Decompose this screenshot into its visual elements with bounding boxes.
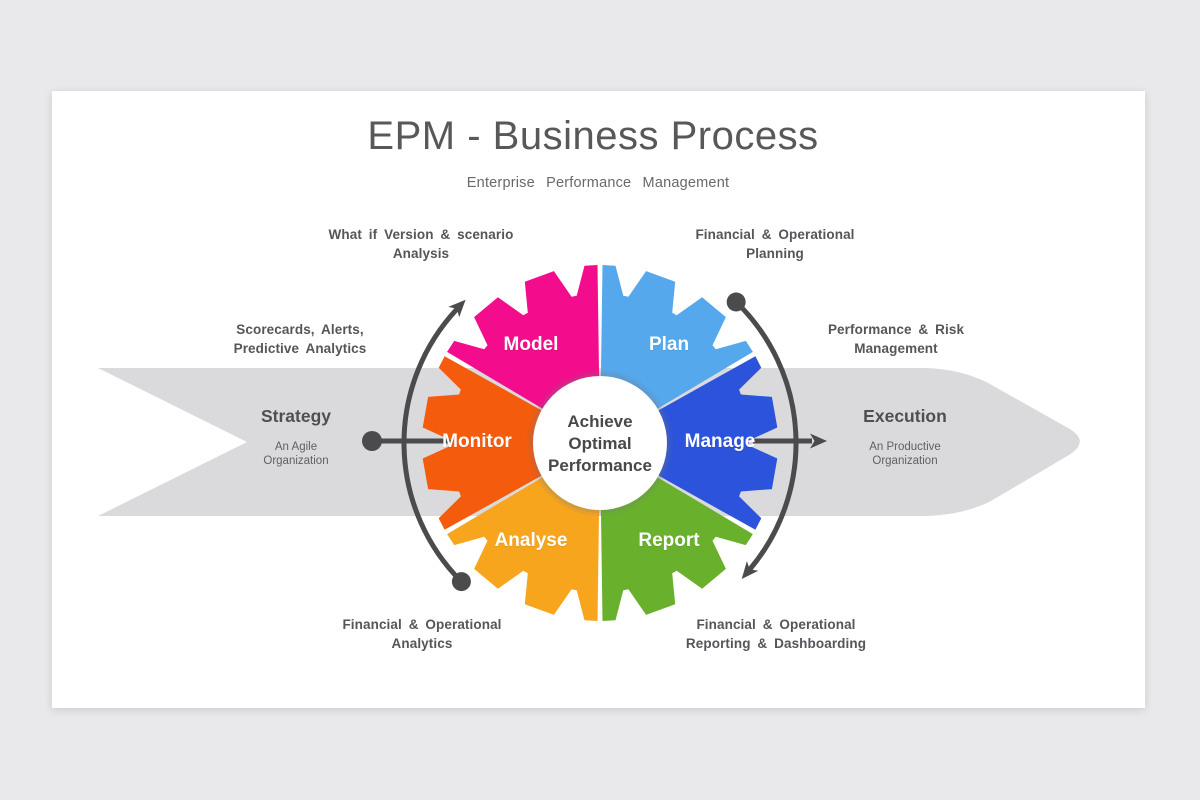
execution-title: Execution [863,406,947,426]
hub-line-1: Achieve [567,412,633,431]
callout-risk-line-2: Management [854,340,938,356]
gear-segment-label-manage: Manage [684,431,756,452]
gear-hub [533,376,667,510]
callout-planning-line-2: Planning [746,245,804,261]
cycle-arc-right-arrowhead-icon [741,561,759,579]
strategy-subtitle: An Agile Organization [263,441,329,467]
callout-scorecards: Scorecards, Alerts, Predictive Analytics [234,321,367,358]
cycle-arc-left-arrowhead-icon [448,299,466,318]
hub-line-3: Performance [548,456,652,475]
gear-segment-label-monitor: Monitor [442,431,512,452]
cycle-arc-left-dot [451,572,471,592]
cycle-arc-right [733,299,799,572]
callout-what-if-line-1: What if Version & scenario [328,227,514,242]
strategy-title: Strategy [260,406,332,426]
callout-reporting-line-2: Reporting & Dashboarding [685,635,867,651]
execution-arrowhead-icon [810,433,827,449]
gear-segment-label-plan: Plan [648,334,690,355]
callout-planning-line-1: Financial & Operational [695,227,855,242]
gear-segment-label-analyse: Analyse [494,530,568,551]
callout-analytics-line-1: Financial & Operational [342,617,502,632]
gear-segment-manage [600,356,778,530]
cycle-arc-left [401,306,464,585]
page-subtitle: Enterprise Performance Management [466,175,730,191]
callout-risk-line-1: Performance & Risk [827,322,965,337]
gear-hub-text: Achieve Optimal Performance [548,411,652,477]
hub-line-2: Optimal [568,434,632,453]
execution-subtitle: An Productive Organization [869,441,941,467]
callout-reporting-line-1: Financial & Operational [696,617,856,632]
page-title: EPM - Business Process [367,114,819,158]
callout-what-if-line-2: Analysis [392,245,450,261]
gear-segment-label-model: Model [503,334,559,355]
gear-segment-label-report: Report [638,530,700,551]
cycle-arc-right-dot [726,292,746,312]
gear-segment-monitor [422,356,600,530]
callout-scorecards-line-1: Scorecards, Alerts, [236,322,364,337]
strategy-connector-dot [362,431,382,451]
callout-analytics-line-2: Analytics [391,635,453,651]
callout-scorecards-line-2: Predictive Analytics [233,340,367,356]
